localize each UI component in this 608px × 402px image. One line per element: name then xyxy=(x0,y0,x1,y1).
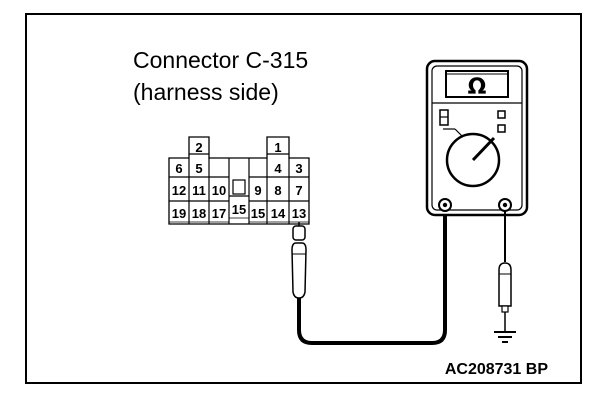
pin-5: 5 xyxy=(195,161,202,176)
connector-subtitle: (harness side) xyxy=(133,79,279,105)
pin-9: 9 xyxy=(254,183,261,198)
pin-14: 14 xyxy=(271,206,286,221)
pin-15: 15 xyxy=(251,206,265,221)
mode-button-2-icon xyxy=(497,124,506,133)
diagram-frame xyxy=(25,13,582,384)
mode-button-1-icon xyxy=(497,110,506,119)
test-probe-pin13 xyxy=(291,222,307,299)
pin-19: 19 xyxy=(172,206,186,221)
figure-code: AC208731 BP xyxy=(445,361,549,378)
connector-title: Connector C-315 xyxy=(133,47,308,73)
pin-15-center: 15 xyxy=(232,202,246,217)
pin-3: 3 xyxy=(295,161,302,176)
pin-4: 4 xyxy=(274,161,282,176)
pin-10: 10 xyxy=(212,183,226,198)
pin-17: 17 xyxy=(212,206,226,221)
pin-1: 1 xyxy=(274,140,281,155)
connector-c315: 2 1 6 5 4 3 12 11 10 9 8 7 19 18 17 15 1… xyxy=(168,136,310,225)
pin-18: 18 xyxy=(192,206,206,221)
ground-probe xyxy=(494,211,516,343)
pin-7: 7 xyxy=(295,183,302,198)
pin-6: 6 xyxy=(175,161,182,176)
pin16-slot xyxy=(232,179,246,195)
ohm-symbol: Ω xyxy=(468,75,487,100)
ground-symbol-icon xyxy=(494,322,516,343)
multimeter: Ω xyxy=(425,59,529,217)
pin-11: 11 xyxy=(192,183,206,198)
test-lead-wire xyxy=(297,214,447,345)
pin-13: 13 xyxy=(292,206,306,221)
pin-2: 2 xyxy=(195,140,202,155)
pin-8: 8 xyxy=(274,183,281,198)
multimeter-display xyxy=(445,70,509,98)
pin-12: 12 xyxy=(172,183,186,198)
